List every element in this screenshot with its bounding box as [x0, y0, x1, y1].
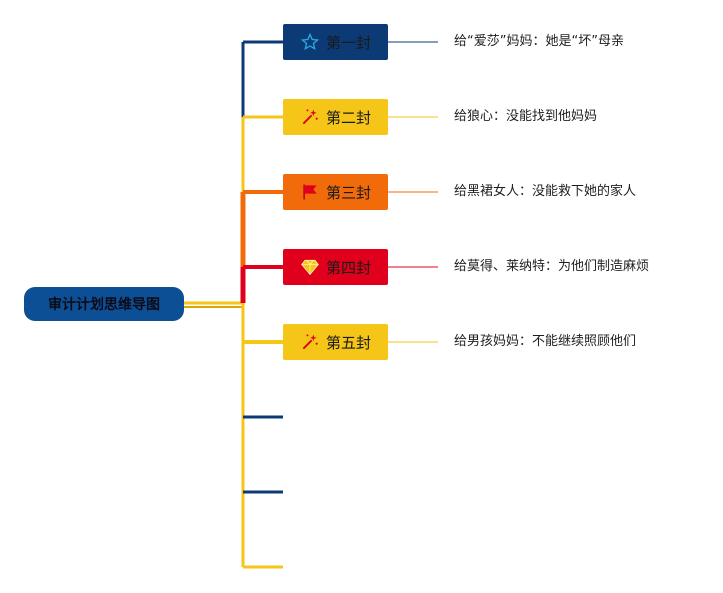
branch-note-3: 给黑裙女人：没能救下她的家人: [454, 184, 637, 199]
branch-note-5: 给男孩妈妈：不能继续照顾他们: [454, 334, 637, 349]
branch-label-5: 第五封: [325, 333, 371, 352]
branch-label-3: 第三封: [325, 183, 371, 202]
branch-node-2[interactable]: 第二封: [283, 99, 388, 135]
branch-node-5[interactable]: 第五封: [283, 324, 388, 360]
branch-label-1: 第一封: [325, 33, 371, 52]
diamond-icon: [300, 257, 320, 277]
branch-node-1[interactable]: 第一封: [283, 24, 388, 60]
branch-label-4: 第四封: [325, 258, 371, 277]
branch-note-1: 给“爱莎”妈妈：她是“坏”母亲: [454, 34, 624, 49]
root-label: 审计计划思维导图: [48, 297, 160, 313]
branch-node-4[interactable]: 第四封: [283, 249, 388, 285]
branch-label-2: 第二封: [325, 108, 371, 127]
branch-node-3[interactable]: 第三封: [283, 174, 388, 210]
magic-wand-icon: [300, 332, 320, 352]
magic-wand-icon: [300, 107, 320, 127]
star-outline-icon: [300, 32, 320, 52]
branch-note-2: 给狼心：没能找到他妈妈: [454, 109, 598, 124]
branch-note-4: 给莫得、莱纳特：为他们制造麻烦: [454, 259, 650, 274]
root-node[interactable]: 审计计划思维导图: [24, 287, 184, 321]
red-flag-icon: [300, 182, 320, 202]
